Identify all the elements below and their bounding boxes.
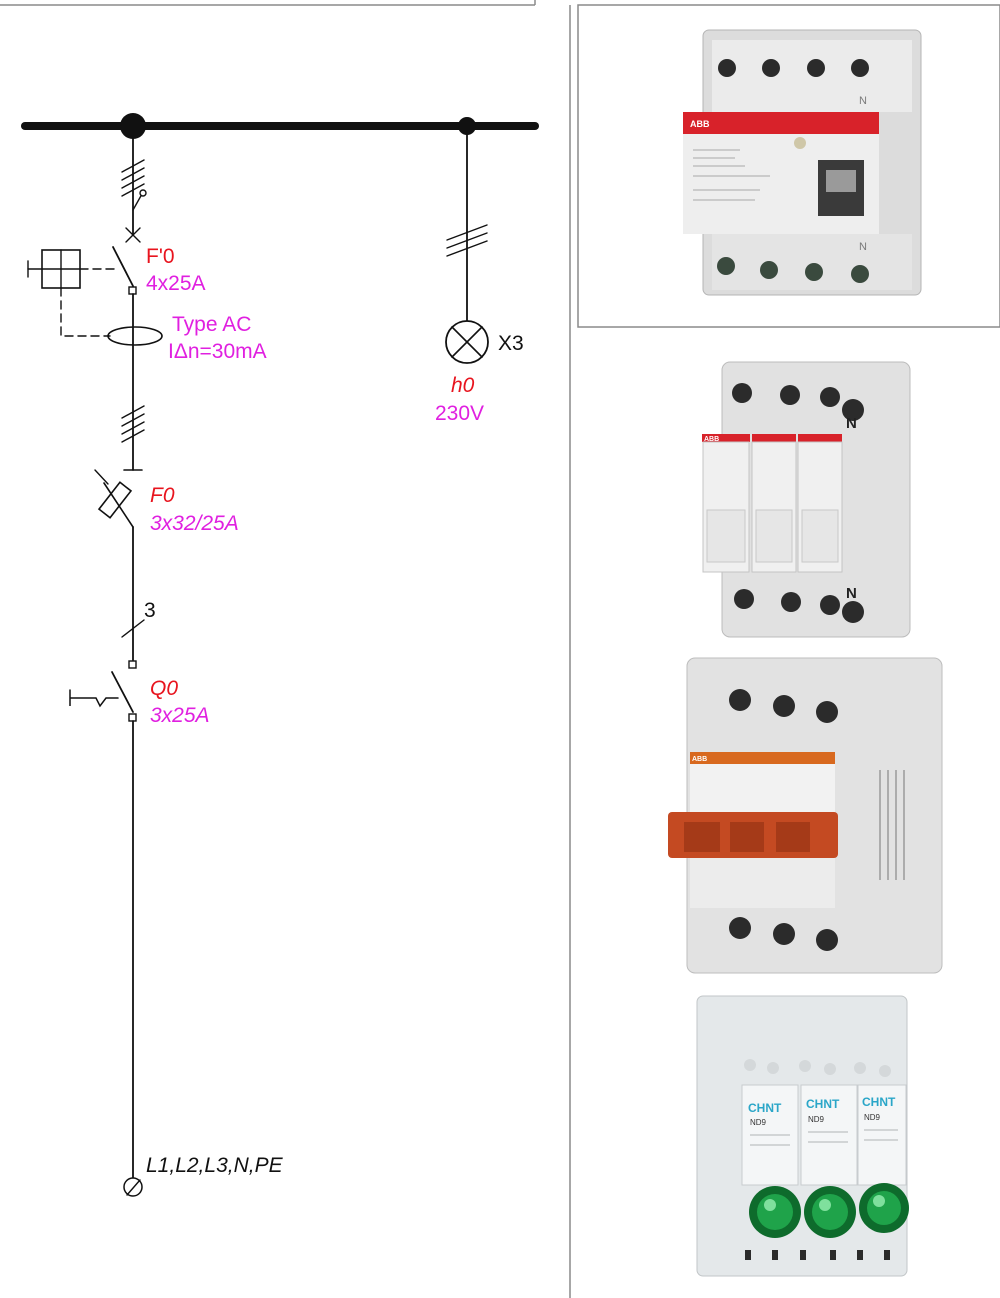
- lamp-ticks: [446, 224, 488, 257]
- breaker-blade: [111, 671, 134, 713]
- rcd-sensor-link: [60, 287, 111, 337]
- fuse-photo-mark-top: N: [846, 415, 857, 432]
- rcd-rating: 4x25A: [146, 272, 206, 295]
- fuse-photo-brand: ABB: [704, 436, 719, 443]
- lamp-terminal: X3: [498, 332, 524, 355]
- breaker-contact-top: [128, 660, 137, 669]
- schematic-labels: F'0 4x25A Type AC IΔn=30mA X3 h0 230V F0…: [144, 245, 524, 1177]
- lamp-photo-model-2: ND9: [808, 1115, 825, 1124]
- photo-frame-rcd: [577, 4, 1000, 328]
- residual-current-sensor: [107, 326, 163, 346]
- rcd-photo-mark-bottom: N: [859, 241, 867, 253]
- rcd-device-icon: N ABB N: [683, 29, 922, 296]
- indicator-lamp-icon: CHNT CHNT CHNT ND9 ND9 ND9: [696, 995, 909, 1277]
- rcd-x-mark-b: [125, 227, 141, 243]
- lamp-photo-model-3: ND9: [864, 1113, 881, 1122]
- lamp-voltage: 230V: [435, 402, 484, 425]
- busbar-node-lamp: [458, 117, 476, 135]
- rcd-switch-blade: [112, 246, 134, 287]
- rcd-photo-brand: ABB: [690, 119, 710, 129]
- isolator-pivot: [139, 189, 147, 197]
- lamp-photo-brand-2: CHNT: [806, 1097, 840, 1111]
- breaker-photo-brand: ABB: [692, 756, 707, 763]
- breaker-trip-mechanism: [69, 689, 119, 708]
- wire-count: 3: [144, 599, 156, 622]
- fuse-rating: 3x32/25A: [150, 512, 239, 535]
- rcd-designation: F'0: [146, 245, 175, 268]
- busbar-node-main: [120, 113, 146, 139]
- lamp-designation: h0: [451, 374, 475, 397]
- rcd-type: Type AC: [172, 313, 251, 336]
- breaker-designation: Q0: [150, 677, 178, 700]
- fuse-element: [103, 482, 134, 528]
- lamp-photo-brand-1: CHNT: [748, 1101, 782, 1115]
- isolator-contact: [132, 193, 143, 211]
- breaker-rating: 3x25A: [150, 704, 210, 727]
- rcd-sensitivity: IΔn=30mA: [168, 340, 267, 363]
- multi-pole-ticks-1: [121, 159, 145, 197]
- fuse-holder-icon: N ABB N: [702, 361, 911, 638]
- wire-count-tick: [121, 619, 145, 638]
- fuse-photo-mark-bottom: N: [846, 585, 857, 602]
- schematic-lines: [21, 113, 539, 1197]
- terminal-label: L1,L2,L3,N,PE: [146, 1154, 284, 1177]
- multi-pole-ticks-2: [121, 405, 145, 443]
- rcd-photo-mark-top: N: [859, 95, 867, 107]
- lamp-photo-brand-3: CHNT: [862, 1095, 896, 1109]
- switch-disconnector-icon: ABB: [668, 657, 943, 974]
- lamp-photo-model-1: ND9: [750, 1118, 767, 1127]
- fuse-designation: F0: [150, 484, 175, 507]
